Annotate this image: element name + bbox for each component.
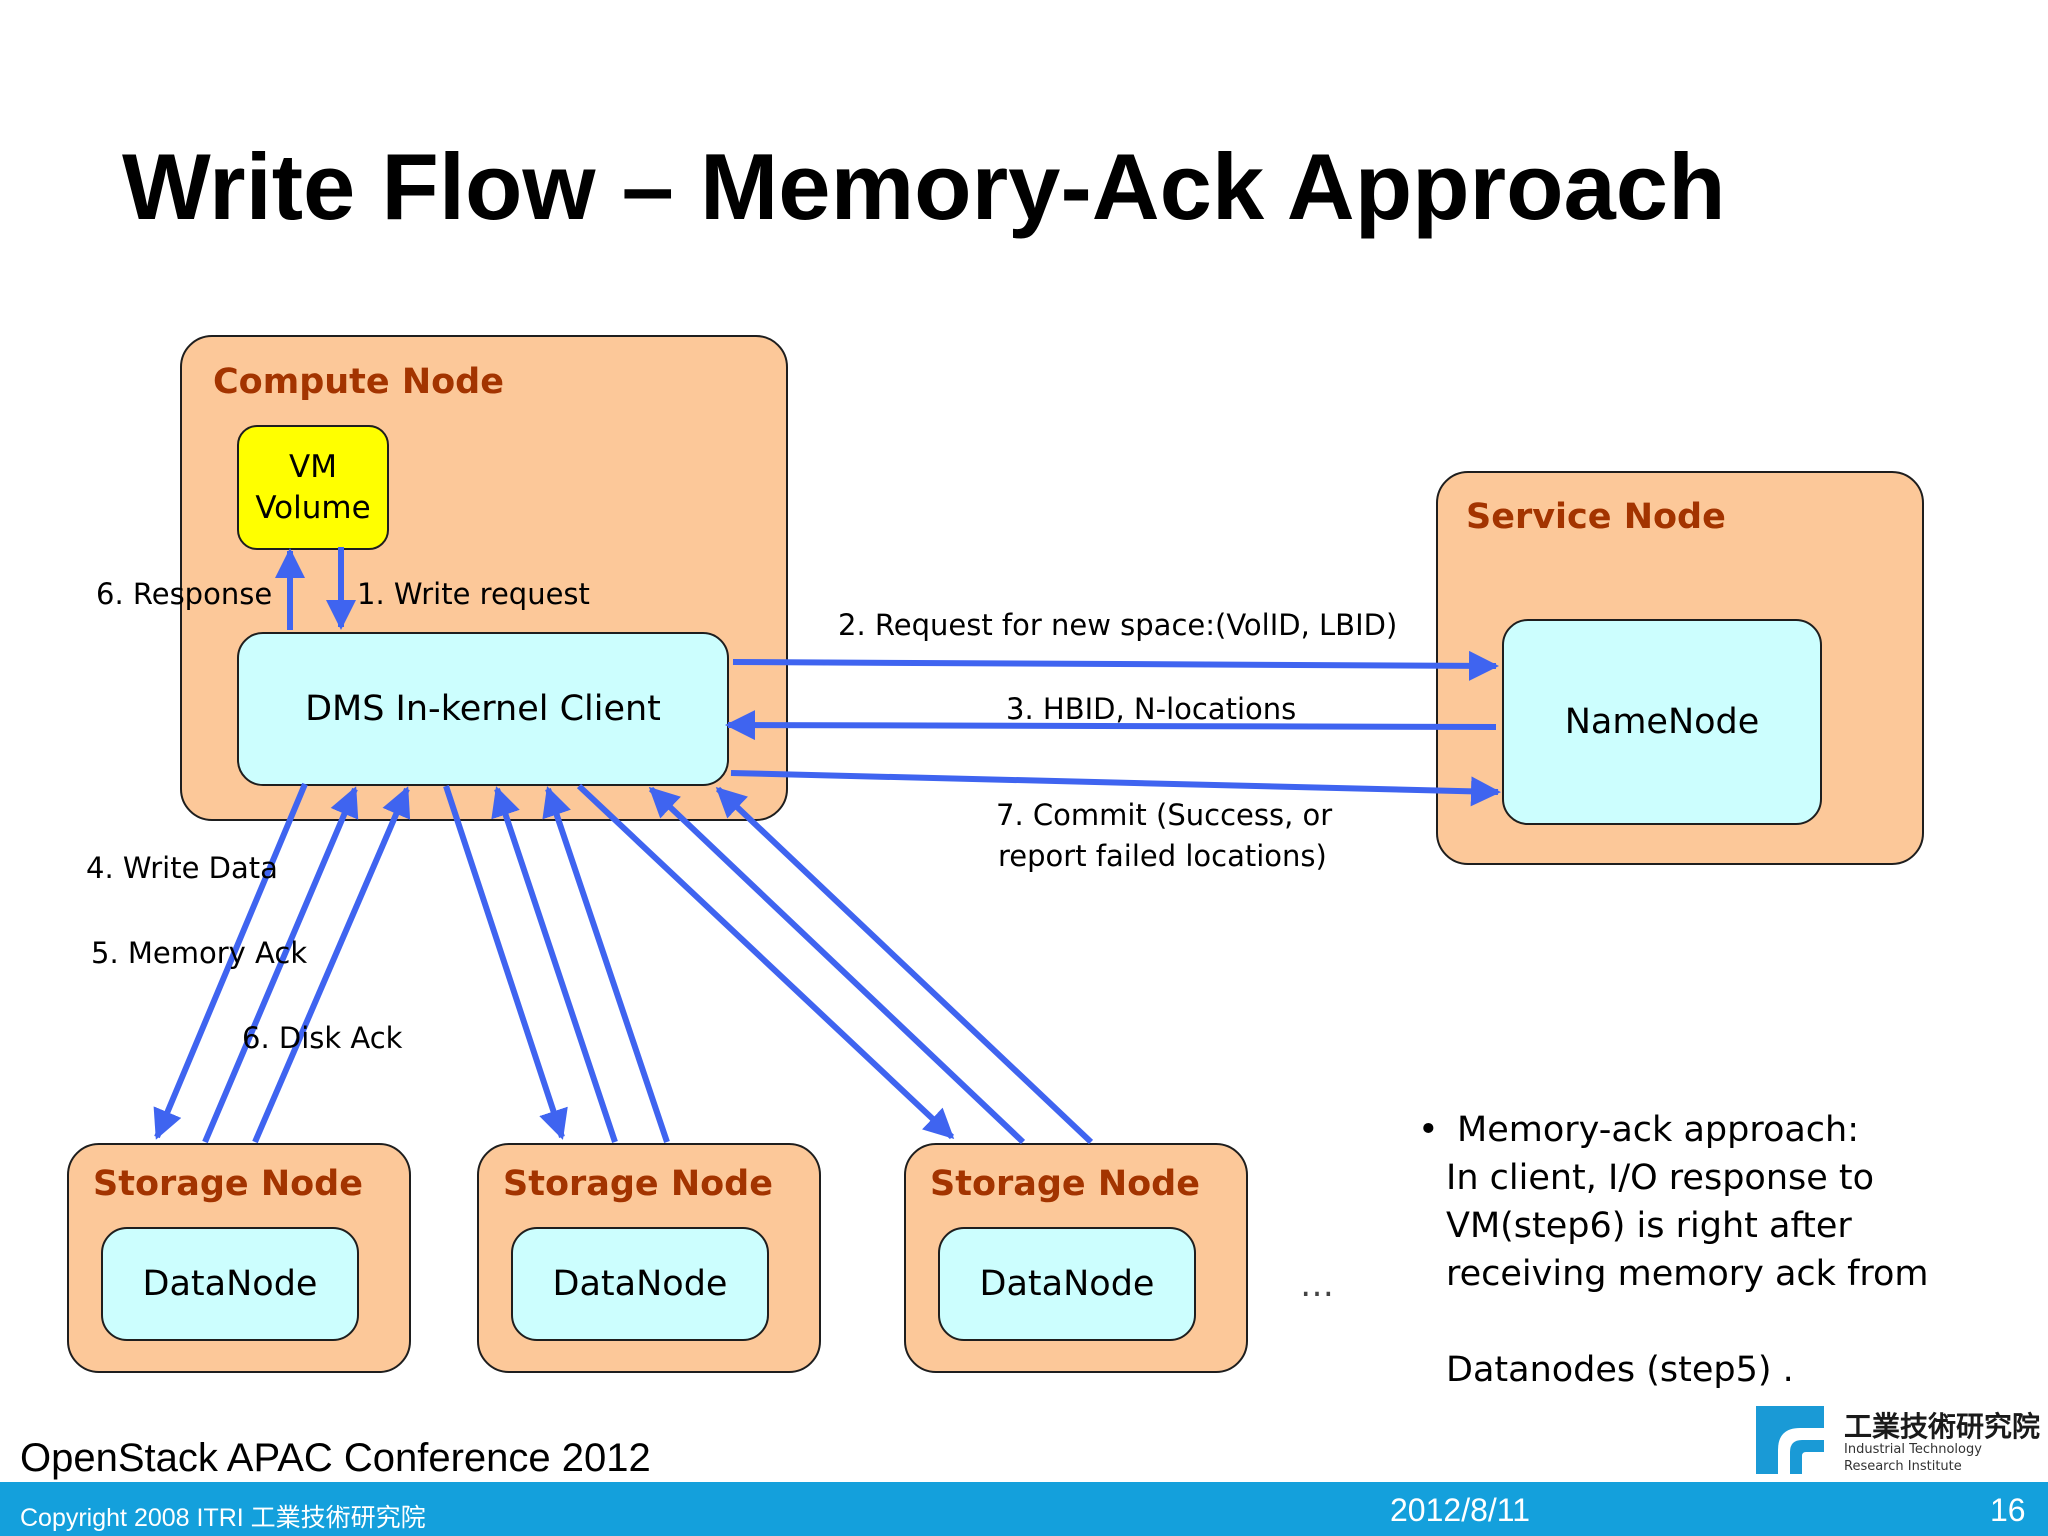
arrow-memory-ack-2 bbox=[491, 786, 618, 1143]
footer-copyright: Copyright 2008 ITRI 工業技術研究院 bbox=[20, 1504, 426, 1532]
vm-volume-line1: VM bbox=[289, 449, 337, 486]
vm-volume-line2: Volume bbox=[255, 489, 371, 526]
note-line3: VM(step6) is right after bbox=[1446, 1206, 1852, 1246]
footer-page-number: 16 bbox=[1990, 1492, 2026, 1528]
datanode-1-label: DataNode bbox=[142, 1264, 318, 1304]
dms-client-label: DMS In-kernel Client bbox=[305, 689, 661, 729]
logo-english-line1: Industrial Technology bbox=[1844, 1442, 1982, 1457]
label-hbid: 3. HBID, N-locations bbox=[1006, 692, 1297, 726]
datanode-3-label: DataNode bbox=[979, 1264, 1155, 1304]
label-write-request: 1. Write request bbox=[357, 577, 590, 611]
namenode-label: NameNode bbox=[1564, 702, 1760, 742]
datanode-1-box: DataNode bbox=[101, 1227, 359, 1341]
label-memory-ack: 5. Memory Ack bbox=[91, 936, 308, 970]
arrow-disk-ack-1 bbox=[252, 786, 411, 1144]
storage-node-3-title: Storage Node bbox=[930, 1164, 1200, 1204]
label-response: 6. Response bbox=[96, 577, 273, 611]
conference-name: OpenStack APAC Conference 2012 bbox=[20, 1436, 651, 1480]
arrow-write-data-1 bbox=[153, 782, 308, 1140]
note-bullet: • bbox=[1418, 1110, 1439, 1150]
slide-title: Write Flow – Memory-Ack Approach bbox=[122, 134, 1726, 239]
label-disk-ack: 6. Disk Ack bbox=[242, 1021, 403, 1055]
storage-node-2-title: Storage Node bbox=[503, 1164, 773, 1204]
arrow-write-data-3 bbox=[576, 783, 955, 1140]
service-node-title: Service Node bbox=[1466, 497, 1726, 537]
arrow-write-data-2 bbox=[443, 785, 568, 1140]
label-write-data: 4. Write Data bbox=[86, 851, 278, 885]
datanode-2-label: DataNode bbox=[552, 1264, 728, 1304]
datanode-2-box: DataNode bbox=[511, 1227, 769, 1341]
label-request-space: 2. Request for new space:(VolID, LBID) bbox=[838, 608, 1398, 642]
compute-node-title: Compute Node bbox=[213, 362, 504, 402]
arrow-memory-ack-3 bbox=[648, 786, 1026, 1145]
note-line4: receiving memory ack from bbox=[1446, 1254, 1929, 1294]
namenode-box: NameNode bbox=[1502, 619, 1822, 825]
arrow-memory-ack-1 bbox=[202, 786, 359, 1144]
arrow-request-space bbox=[732, 650, 1499, 681]
dms-client-box: DMS In-kernel Client bbox=[237, 632, 729, 786]
itri-logo-icon bbox=[1756, 1406, 1824, 1474]
footer-date: 2012/8/11 bbox=[1390, 1492, 1530, 1528]
arrow-disk-ack-3 bbox=[715, 786, 1094, 1145]
label-commit-line2: report failed locations) bbox=[998, 839, 1327, 873]
storage-node-1-title: Storage Node bbox=[93, 1164, 363, 1204]
logo-english-line2: Research Institute bbox=[1844, 1459, 1962, 1474]
note-line2: In client, I/O response to bbox=[1446, 1158, 1875, 1198]
logo-chinese: 工業技術研究院 bbox=[1844, 1410, 2041, 1443]
note-line5: Datanodes (step5) . bbox=[1446, 1350, 1794, 1390]
more-nodes-ellipsis: … bbox=[1300, 1265, 1334, 1305]
arrow-hbid bbox=[725, 710, 1497, 741]
footer-bar bbox=[0, 1482, 2048, 1536]
arrow-disk-ack-2 bbox=[542, 786, 670, 1143]
arrow-commit bbox=[730, 770, 1501, 807]
label-commit-line1: 7. Commit (Success, or bbox=[996, 798, 1333, 832]
vm-volume-box: VM Volume bbox=[237, 425, 389, 550]
note-line1: Memory-ack approach: bbox=[1457, 1110, 1860, 1150]
datanode-3-box: DataNode bbox=[938, 1227, 1196, 1341]
